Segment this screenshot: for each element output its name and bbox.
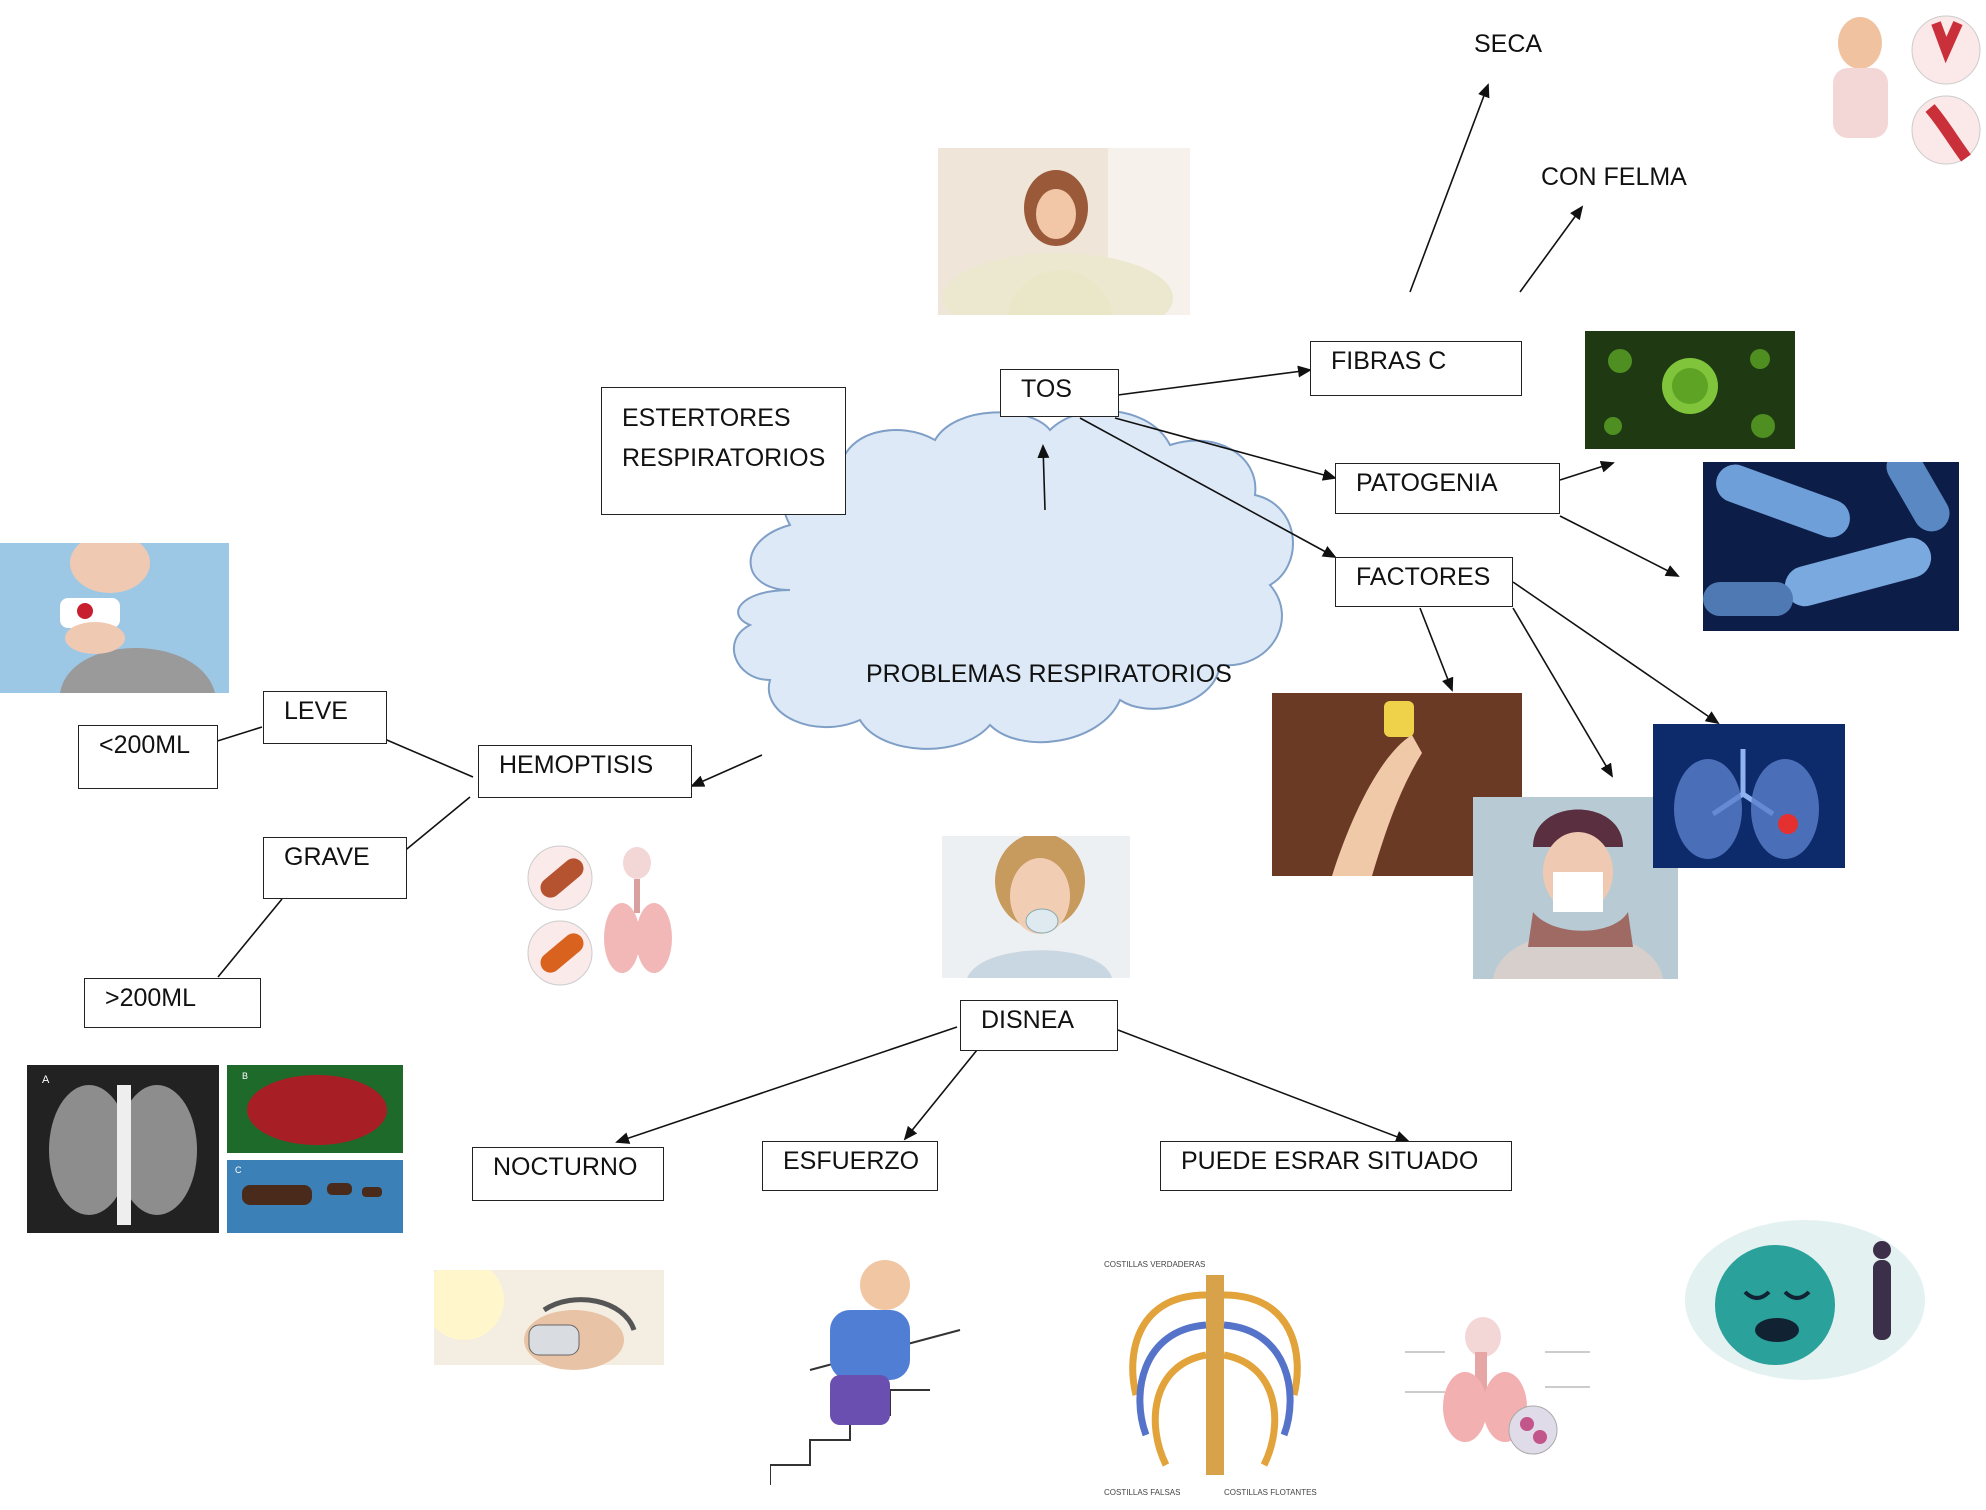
arrow-cloud-tos bbox=[1037, 444, 1050, 511]
node-grave: GRAVE bbox=[263, 837, 407, 899]
center-topic: PROBLEMAS RESPIRATORIOS bbox=[866, 660, 1232, 688]
node-tos: TOS bbox=[1000, 369, 1119, 417]
woman-coughing-blood-image bbox=[0, 543, 229, 693]
ribcage-illustration: COSTILLAS VERDADERAS COSTILLAS FALSAS COST… bbox=[1096, 1255, 1332, 1505]
node-patogenia: PATOGENIA bbox=[1335, 463, 1560, 514]
node-disnea: DISNEA bbox=[960, 1000, 1118, 1051]
node-hemoptisis: HEMOPTISIS bbox=[478, 745, 692, 798]
bacteria-image bbox=[1703, 462, 1959, 631]
lungs-cancer-image bbox=[1653, 724, 1845, 868]
node-seca: SECA bbox=[1474, 30, 1543, 58]
arrow-factores-2 bbox=[1512, 607, 1614, 778]
arrow-patogenia-virus bbox=[1559, 460, 1615, 481]
xray-hemoptysis-panel: A B C bbox=[27, 1065, 403, 1233]
node-puede-estar-situado: PUEDE ESRAR SITUADO bbox=[1160, 1141, 1512, 1191]
arrow-tos-factores bbox=[1079, 417, 1337, 558]
bronchi-lungs-illustration bbox=[522, 843, 692, 998]
cough-bronchi-illustration bbox=[1808, 8, 1986, 168]
arrow-factores-3 bbox=[1512, 581, 1720, 725]
ribs-label-bottom-left: COSTILLAS FALSAS bbox=[1104, 1488, 1180, 1497]
woman-coughing-blanket-image bbox=[938, 148, 1190, 315]
respiratory-system-diagram bbox=[1405, 1312, 1590, 1460]
node-factores: FACTORES bbox=[1335, 557, 1513, 607]
node-mas-200ml: >200ML bbox=[84, 978, 261, 1028]
arrow-disnea-nocturno bbox=[615, 1026, 958, 1144]
arrow-tos-fibras bbox=[1117, 365, 1312, 396]
node-nocturno: NOCTURNO bbox=[472, 1147, 664, 1201]
xray-label-b: B bbox=[242, 1071, 248, 1081]
arrow-factores-1 bbox=[1419, 607, 1454, 692]
man-climbing-stairs-illustration bbox=[770, 1250, 962, 1485]
woman-oxygen-mask-image bbox=[942, 836, 1130, 978]
woman-sneezing-cold-image bbox=[1473, 797, 1678, 979]
center-cloud bbox=[732, 409, 1294, 750]
ribs-label-bottom-right: COSTILLAS FLOTANTES bbox=[1224, 1488, 1317, 1497]
node-con-flema: CON FELMA bbox=[1541, 163, 1687, 191]
node-fibras-c: FIBRAS C bbox=[1310, 341, 1522, 396]
estertores-line1: ESTERTORES bbox=[622, 404, 791, 432]
arrow-patogenia-bacteria bbox=[1559, 515, 1680, 577]
man-cpap-sleeping-image bbox=[434, 1270, 664, 1414]
node-menos-200ml: <200ML bbox=[78, 725, 218, 789]
arrow-to-flema bbox=[1519, 205, 1584, 293]
node-leve: LEVE bbox=[263, 691, 387, 744]
tired-face-illustration bbox=[1665, 1200, 1935, 1390]
node-esfuerzo: ESFUERZO bbox=[762, 1141, 938, 1191]
arrow-disnea-esfuerzo bbox=[903, 1049, 978, 1141]
arrow-to-seca bbox=[1409, 83, 1490, 293]
line-grave-200 bbox=[217, 898, 283, 978]
estertores-line2: RESPIRATORIOS bbox=[622, 444, 826, 472]
xray-label-c: C bbox=[235, 1165, 242, 1175]
arrow-cloud-hemoptisis bbox=[690, 754, 763, 787]
arrow-disnea-situado bbox=[1117, 1029, 1410, 1143]
xray-label-a: A bbox=[42, 1074, 50, 1086]
virus-image bbox=[1585, 331, 1795, 449]
arrow-tos-patogenia bbox=[1114, 417, 1337, 481]
ribs-label-top: COSTILLAS VERDADERAS bbox=[1104, 1260, 1205, 1269]
node-estertores: ESTERTORES RESPIRATORIOS bbox=[601, 387, 846, 515]
